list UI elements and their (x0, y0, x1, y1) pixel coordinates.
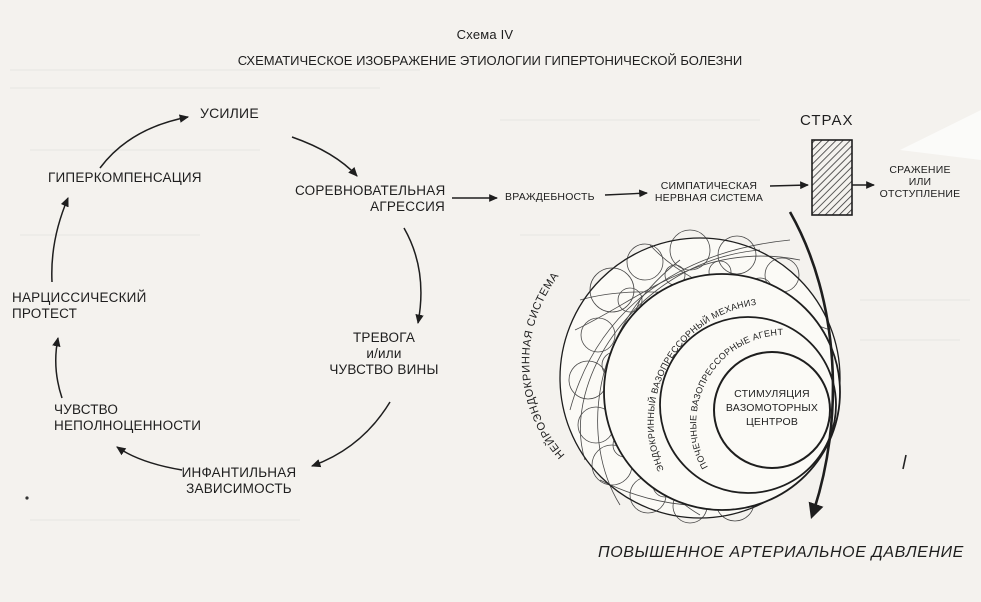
arrow-aggression-to-anxiety (403, 227, 424, 325)
arrow-effort-to-aggression (291, 136, 358, 177)
arrow-to-blood-pressure (788, 211, 835, 519)
label-hostility: ВРАЖДЕБНОСТЬ (505, 191, 595, 203)
label-anxiety-guilt: ТРЕВОГА и/или ЧУВСТВО ВИНЫ (329, 330, 439, 377)
arrow-anxiety-to-dependence (311, 401, 391, 468)
fear-box (811, 139, 853, 216)
stray-mark (902, 454, 907, 470)
sphere-group: НЕЙРОЭНДОКРИННАЯ СИСТЕМА ЭНДОКРИННЫЙ ВАЗ… (0, 0, 841, 524)
arrow-inferiority-to-protest (52, 336, 63, 399)
label-hypercompensation: ГИПЕРКОМПЕНСАЦИЯ (48, 170, 202, 185)
arrow-to-sympathetic (604, 189, 648, 198)
label-high-blood-pressure: ПОВЫШЕННОЕ АРТЕРИАЛЬНОЕ ДАВЛЕНИЕ (598, 544, 964, 561)
label-vasomotor-stimulation: СТИМУЛЯЦИЯ ВАЗОМОТОРНЫХ ЦЕНТРОВ (725, 388, 819, 428)
stray-dot (25, 496, 29, 500)
label-fight-or-flight: СРАЖЕНИЕ ИЛИ ОТСТУПЛЕНИЕ (879, 164, 961, 200)
label-narcissistic-protest: НАРЦИССИЧЕСКИЙ ПРОТЕСТ (12, 290, 147, 321)
stimulation-core (713, 351, 831, 469)
label-competitive-aggression: СОРЕВНОВАТЕЛЬНАЯ АГРЕССИЯ (295, 183, 446, 214)
arrow-hyper-to-effort (99, 114, 190, 169)
light-beam (900, 110, 981, 160)
label-fear: СТРАХ (800, 112, 854, 129)
label-sympathetic-system: СИМПАТИЧЕСКАЯ НЕРВНАЯ СИСТЕМА (654, 180, 764, 204)
arrow-to-fear (769, 181, 809, 190)
cycle-arrows (51, 114, 424, 471)
paper-texture (10, 69, 970, 521)
arrow-dependence-to-inferiority (116, 446, 183, 471)
arrow-protest-to-hyper (51, 197, 69, 283)
scheme-subtitle: СХЕМАТИЧЕСКОЕ ИЗОБРАЖЕНИЕ ЭТИОЛОГИИ ГИПЕ… (237, 53, 743, 68)
label-inferiority: ЧУВСТВО НЕПОЛНОЦЕННОСТИ (54, 402, 202, 433)
scheme-number: Схема IV (456, 27, 514, 42)
label-infantile-dependence: ИНФАНТИЛЬНАЯ ЗАВИСИМОСТЬ (181, 465, 297, 496)
chain-arrows (452, 181, 875, 202)
label-effort: УСИЛИЕ (200, 105, 259, 121)
